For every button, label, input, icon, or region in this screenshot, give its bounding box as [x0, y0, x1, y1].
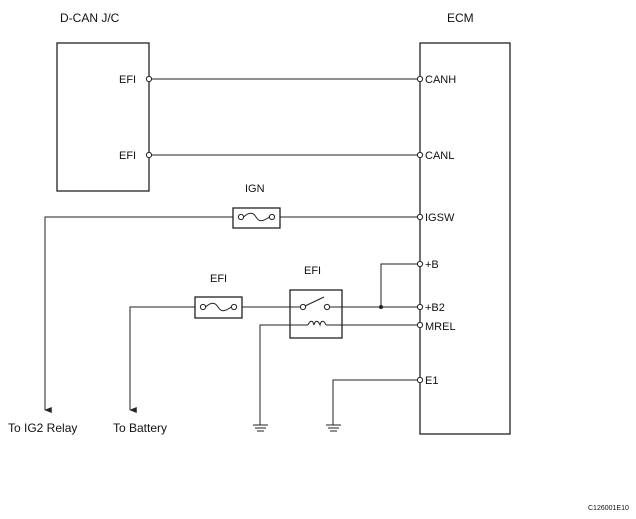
ground-symbol-relay	[253, 424, 268, 432]
efi-relay-label: EFI	[304, 265, 321, 277]
ecm-pin-igsw: IGSW	[425, 212, 455, 224]
efi-relay	[289, 289, 343, 339]
figure-code: C126001E10	[588, 505, 629, 512]
ecm-pin-canh: CANH	[425, 74, 456, 86]
ecm-module: ECM CANH CANL IGSW +B +B2 MREL E1	[419, 11, 511, 435]
to-ig2-relay-label: To IG2 Relay	[8, 421, 77, 435]
dcan-jc-connector: D-CAN J/C EFI EFI	[56, 11, 150, 192]
dcan-pin-efi-2: EFI	[119, 150, 136, 162]
ecm-pin-e1: E1	[425, 375, 438, 387]
ign-fuse-label: IGN	[245, 183, 265, 195]
dcan-pin-efi-1: EFI	[119, 74, 136, 86]
ecm-pin-b2: +B2	[425, 302, 445, 314]
efi-relay-circuit: EFI EFI	[129, 263, 420, 425]
dcan-title: D-CAN J/C	[60, 11, 120, 25]
connector-pins	[145, 75, 424, 384]
to-battery-label: To Battery	[113, 421, 167, 435]
e1-ground-circuit	[326, 379, 420, 432]
efi-fuse-label: EFI	[210, 273, 227, 285]
ecm-pin-canl: CANL	[425, 150, 454, 162]
ecm-pin-b: +B	[425, 259, 439, 271]
ecm-pin-mrel: MREL	[425, 321, 456, 333]
igsw-circuit: IGN	[44, 183, 420, 413]
ecm-title: ECM	[447, 11, 474, 25]
